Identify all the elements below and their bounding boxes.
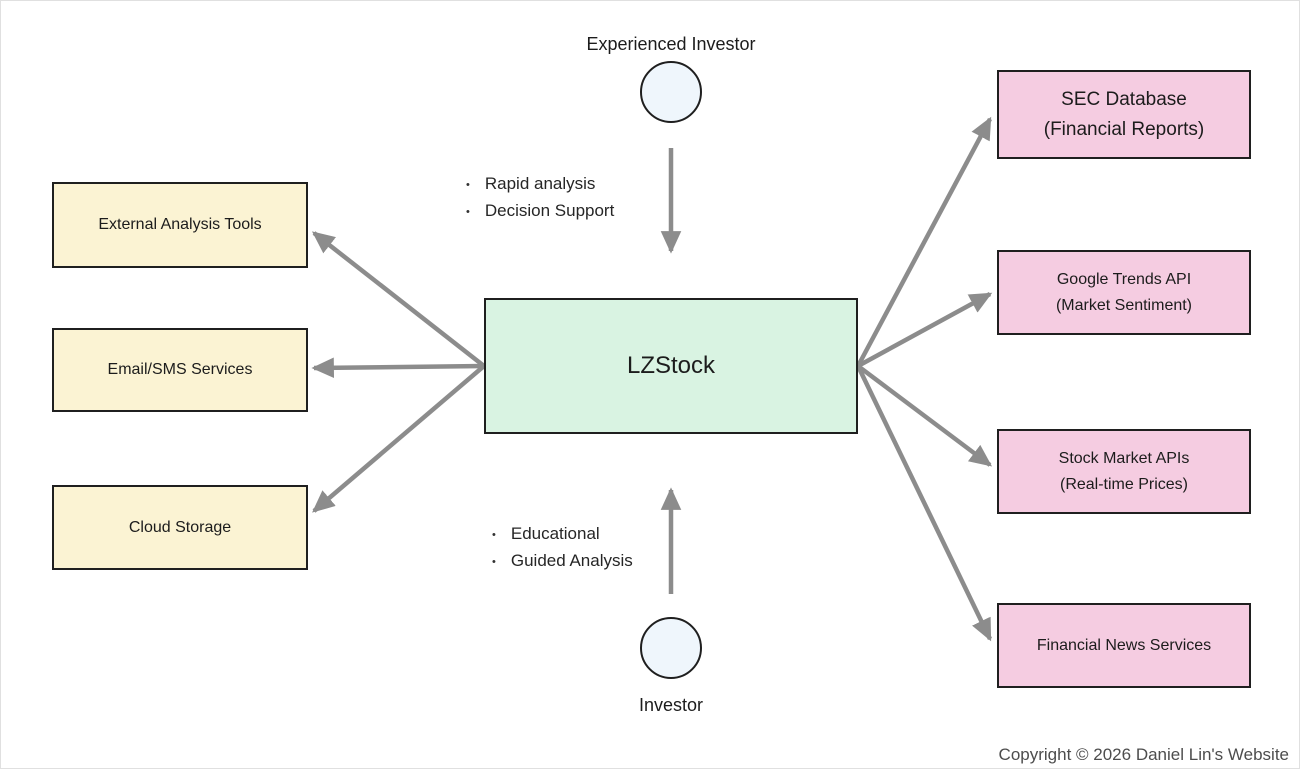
investor-actor-icon — [640, 617, 702, 679]
node-label-line2: (Financial Reports) — [1043, 118, 1205, 140]
arrow-center-to-financial-news — [855, 365, 993, 642]
node-label: Cloud Storage — [128, 518, 232, 536]
arrow-center-to-cloud-storage — [312, 364, 486, 513]
experienced-investor-label: Experienced Investor — [586, 34, 756, 54]
node-label: External Analysis Tools — [98, 216, 262, 233]
node-stock-market-apis: Stock Market APIs (Real-time Prices) — [997, 429, 1251, 514]
node-sec-database: SEC Database (Financial Reports) — [997, 70, 1251, 159]
arrow-center-to-external-analysis-tools — [311, 231, 486, 368]
node-google-trends-api: Google Trends API (Market Sentiment) — [997, 250, 1251, 335]
node-label: Email/SMS Services — [107, 361, 253, 378]
experienced-investor-actor-icon — [640, 61, 702, 123]
node-label-line2: (Market Sentiment) — [1055, 296, 1193, 314]
node-label-line1: Financial News Services — [1036, 636, 1212, 654]
bullet-label: Guided Analysis — [510, 550, 633, 570]
investor-label: Investor — [638, 695, 704, 715]
arrow-center-to-email-sms-services — [311, 357, 485, 379]
bullet-item: Guided Analysis — [492, 547, 633, 574]
top-flow-bullets: Rapid analysis Decision Support — [466, 170, 614, 224]
bullet-item: Educational — [492, 520, 633, 547]
bullet-label: Rapid analysis — [484, 173, 596, 193]
node-financial-news-services: Financial News Services — [997, 603, 1251, 688]
bullet-label: Decision Support — [484, 200, 615, 220]
arrow-center-to-sec-database — [856, 116, 992, 368]
node-label-line1: SEC Database — [1061, 88, 1187, 110]
arrow-center-to-google-trends — [856, 292, 993, 368]
bullet-item: Rapid analysis — [466, 170, 614, 197]
bullet-item: Decision Support — [466, 197, 614, 224]
node-label: LZStock — [626, 352, 716, 379]
node-lzstock-center: LZStock — [484, 298, 858, 434]
node-label-line2: (Real-time Prices) — [1059, 475, 1188, 493]
node-external-analysis-tools: External Analysis Tools — [52, 182, 308, 268]
node-label-line1: Google Trends API — [1056, 270, 1192, 288]
node-label-line1: Stock Market APIs — [1058, 449, 1190, 467]
bullet-label: Educational — [510, 523, 600, 543]
copyright-text: Copyright © 2026 Daniel Lin's Website — [998, 745, 1289, 764]
node-cloud-storage: Cloud Storage — [52, 485, 308, 570]
bottom-flow-bullets: Educational Guided Analysis — [492, 520, 633, 574]
arrow-center-to-stock-market-apis — [856, 364, 993, 467]
node-email-sms-services: Email/SMS Services — [52, 328, 308, 412]
